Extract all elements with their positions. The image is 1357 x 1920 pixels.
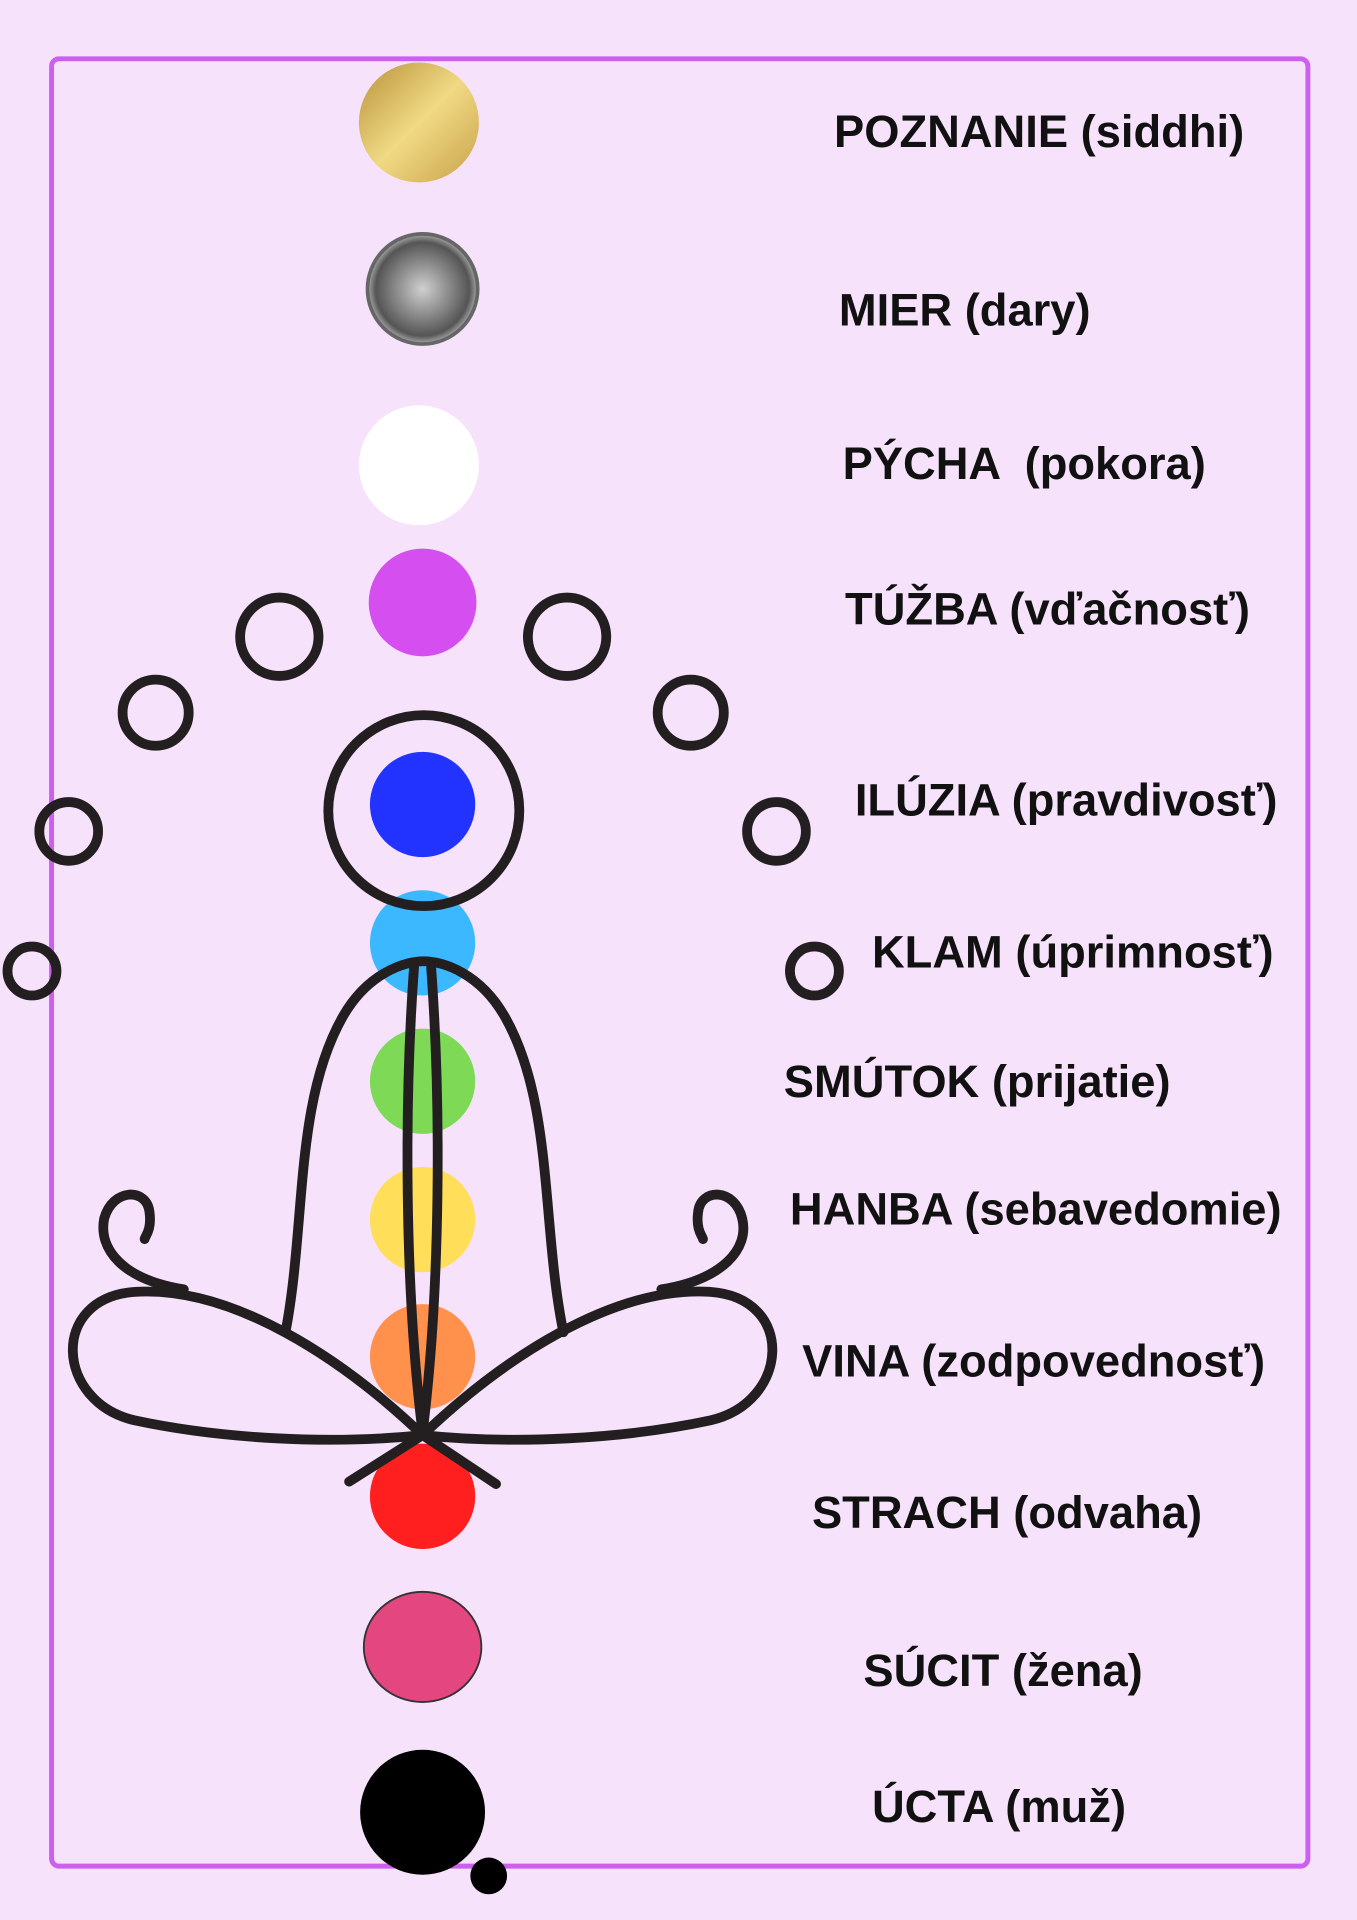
label-iluzia: ILÚZIA (pravdivosť)	[855, 774, 1278, 826]
chakra-dot-orange	[369, 1304, 476, 1410]
label-mier: MIER (dary)	[839, 285, 1091, 336]
label-klam: KLAM (úprimnosť)	[872, 926, 1274, 977]
label-vina: VINA (zodpovednosť)	[802, 1335, 1265, 1386]
label-sucit: SÚCIT (žena)	[863, 1644, 1142, 1696]
label-poznanie: POZNANIE (siddhi)	[834, 106, 1244, 157]
chakra-dot-pink	[362, 1590, 483, 1703]
label-strach: STRACH (odvaha)	[812, 1487, 1202, 1538]
chakra-dot-silver	[365, 232, 480, 346]
chakra-dot-green	[369, 1028, 476, 1134]
meditating-figure-icon	[68, 710, 778, 1489]
chakra-dot-white	[358, 405, 479, 526]
chakra-dot-red	[369, 1443, 476, 1549]
label-ucta: ÚCTA (muž)	[872, 1780, 1126, 1832]
chakra-dot-black	[360, 1749, 486, 1875]
chakra-dot-indigo	[369, 751, 476, 858]
aura-rings	[2, 592, 844, 1001]
chakra-dot-yellow	[369, 1166, 476, 1273]
label-hanba: HANBA (sebavedomie)	[790, 1183, 1282, 1234]
small-black-dot	[470, 1857, 508, 1895]
label-tuzba: TÚŽBA (vďačnosť)	[845, 582, 1250, 634]
label-smutok: SMÚTOK (prijatie)	[784, 1055, 1171, 1107]
chakra-dot-violet	[368, 548, 477, 657]
label-pycha: PÝCHA (pokora)	[843, 437, 1206, 489]
chakra-dot-gold	[358, 62, 479, 183]
